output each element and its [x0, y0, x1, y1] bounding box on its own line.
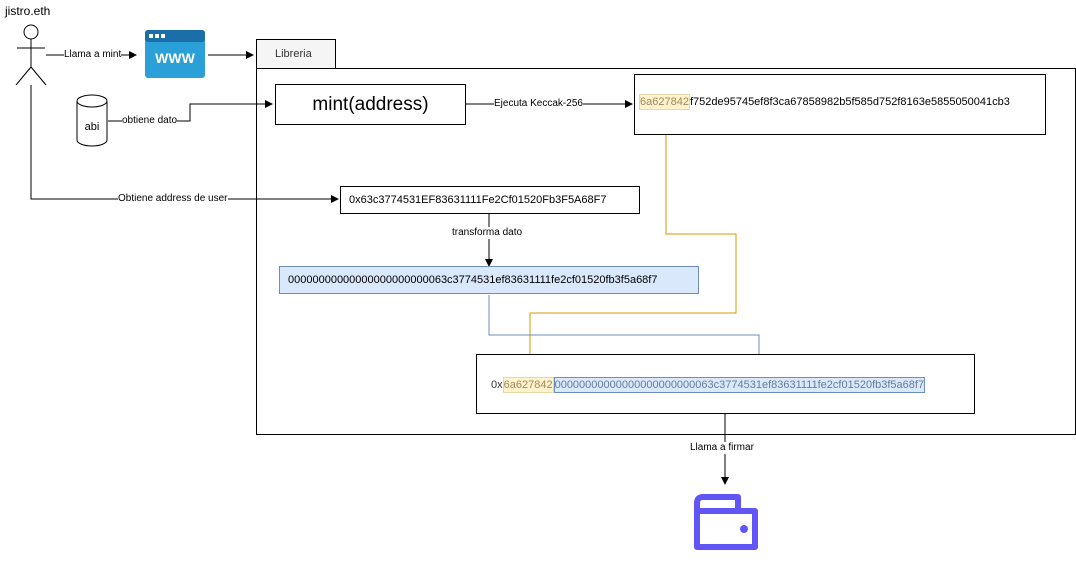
mint-function-label: mint(address): [312, 93, 429, 115]
edge-label-get-data: obtiene dato: [122, 115, 178, 127]
edge-label-keccak: Ejecuta Keccak-256: [494, 98, 583, 110]
calldata-padded: 00000000000000000000000063c3774531ef8363…: [553, 377, 926, 393]
library-tab[interactable]: Libreria: [256, 39, 336, 69]
calldata-selector: 6a627842: [502, 377, 554, 393]
padded-address-box: 00000000000000000000000063c3774531ef8363…: [279, 266, 699, 294]
www-icon-text: WWW: [155, 50, 195, 66]
padded-address-value: 00000000000000000000000063c3774531ef8363…: [288, 274, 658, 286]
database-label: abi: [84, 121, 100, 133]
calldata-prefix: 0x: [491, 379, 503, 391]
keccak-output-box: 6a627842f752de95745ef8f3ca67858982b5f585…: [634, 74, 1046, 135]
database-cylinder: [76, 94, 108, 147]
library-tab-label: Libreria: [275, 48, 312, 60]
user-address-box: 0x63c3774531EF83631111Fe2Cf01520Fb3F5A68…: [340, 186, 640, 214]
edge-selector: [526, 113, 737, 374]
edge-label-call-sign: Llama a firmar: [690, 442, 754, 454]
mint-function-box[interactable]: mint(address): [275, 84, 466, 125]
edge-label-get-address: Obtiene address de user: [118, 193, 228, 205]
edge-label-transform: transforma dato: [452, 227, 523, 239]
user-address-value: 0x63c3774531EF83631111Fe2Cf01520Fb3F5A68…: [349, 194, 607, 206]
keccak-selector: 6a627842: [639, 94, 690, 110]
keccak-rest: f752de95745ef8f3ca67858982b5f585d752f816…: [689, 96, 1010, 108]
edge-get-address: [30, 85, 339, 203]
actor-figure: [15, 24, 47, 86]
edge-label-call-mint: Llama a mint: [64, 49, 122, 61]
wallet-icon: [694, 494, 758, 550]
www-browser-icon: [145, 30, 205, 78]
actor-name: jistro.eth: [5, 4, 51, 18]
